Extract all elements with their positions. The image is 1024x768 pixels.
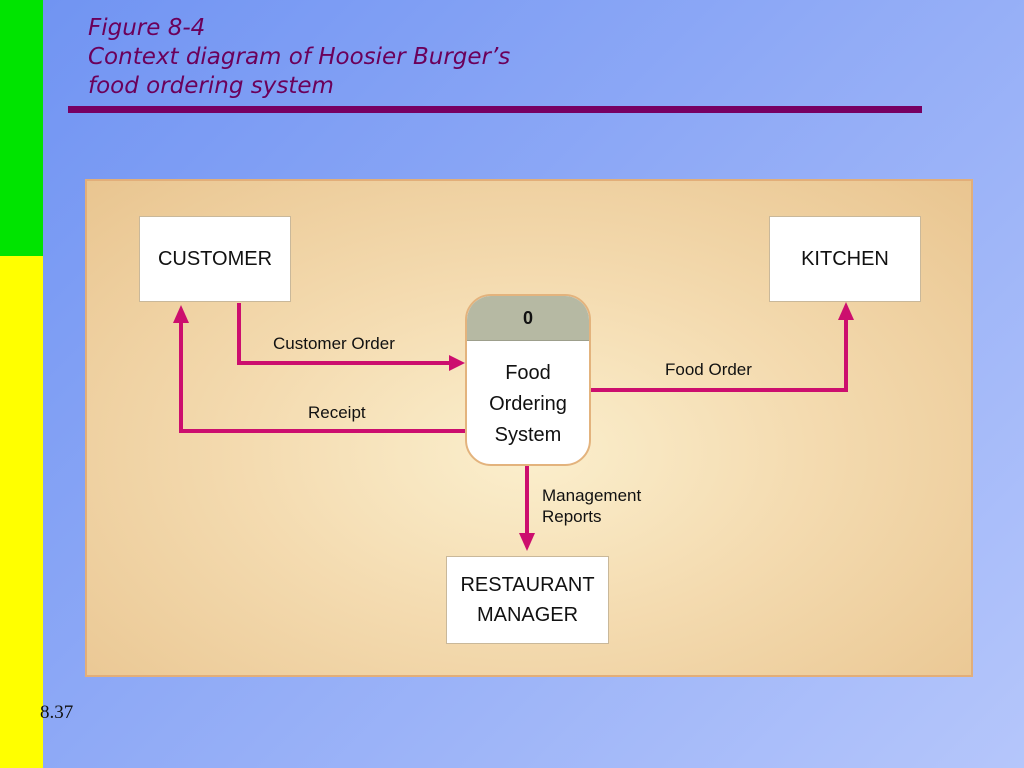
food-order-flow-line [591,317,848,392]
receipt-flow-line [179,321,465,433]
management-reports-flow-label: Management Reports [542,486,642,526]
restaurant-manager-entity-label: RESTAURANT MANAGER [460,574,595,626]
diagram-arrows [173,302,854,551]
slide-title-line-1: Figure 8-4 [88,15,206,41]
receipt-flow-label: Receipt [308,403,366,422]
receipt-arrowhead [173,305,189,323]
kitchen-entity: KITCHEN [769,216,921,302]
process-name-label: Food Ordering System [489,361,567,446]
slide-title-line-2: Context diagram of Hoosier Burger’s [88,44,511,70]
customer-entity-label: CUSTOMER [157,248,273,270]
left-accent-green-bar [0,0,43,256]
context-diagram: CUSTOMER KITCHEN RESTAURANT MANAGER 0 Fo… [85,179,973,677]
customer-entity: CUSTOMER [139,216,291,302]
customer-order-flow-line [237,303,453,365]
management-reports-arrowhead [519,533,535,551]
slide-title-line-3: food ordering system [88,73,334,99]
food-order-flow-label: Food Order [665,360,752,379]
food-ordering-process: 0 Food Ordering System [465,294,591,466]
restaurant-manager-entity: RESTAURANT MANAGER [446,556,609,644]
process-name: Food Ordering System [467,341,589,464]
customer-order-arrowhead [449,355,465,371]
page-number: 8.37 [40,702,74,723]
kitchen-entity-label: KITCHEN [801,248,889,270]
process-number: 0 [467,296,589,341]
slide-title: Figure 8-4 Context diagram of Hoosier Bu… [88,14,510,101]
title-underline [68,106,922,113]
food-order-arrowhead [838,302,854,320]
customer-order-flow-label: Customer Order [273,334,395,353]
left-accent-yellow-bar [0,256,43,768]
